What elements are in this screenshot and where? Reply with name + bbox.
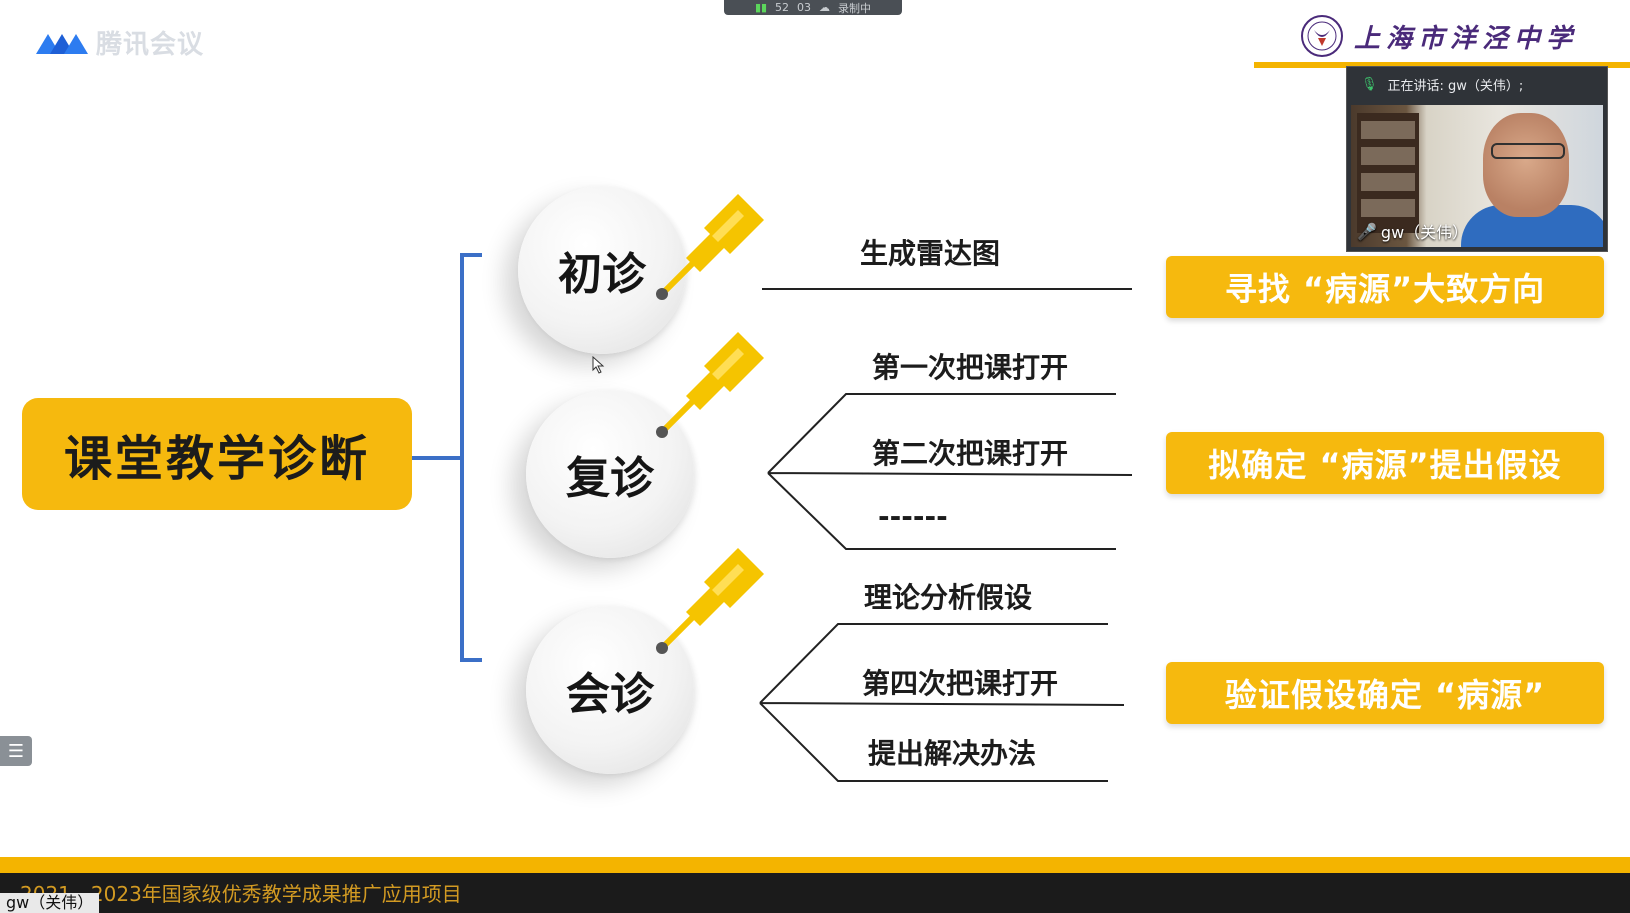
list-toggle-button[interactable]: ☰ [0, 736, 32, 766]
bookshelf [1357, 113, 1419, 233]
footer-accent-bar [0, 857, 1630, 873]
recording-time: 03 [797, 1, 812, 14]
participant-name-tag: 🎤 gw（关伟） [1357, 219, 1468, 243]
school-header-underline [1254, 62, 1630, 68]
branch-label: ------ [878, 500, 948, 533]
branch-label: 第一次把课打开 [872, 351, 1069, 384]
stage-label: 复诊 [566, 453, 654, 504]
branch-label: 提出解决办法 [868, 737, 1037, 770]
school-header: 上海市洋泾中学 [1300, 14, 1578, 58]
pushpin-icon [656, 194, 764, 300]
branch-label: 理论分析假设 [864, 581, 1033, 614]
result-box: 寻找 “病源”大致方向 [1166, 256, 1604, 318]
branch-label: 第四次把课打开 [862, 667, 1059, 700]
recording-status: 录制中 [838, 1, 872, 15]
video-frame: 🎤 gw（关伟） [1351, 105, 1603, 247]
stage-bracket [460, 253, 482, 662]
branch-label: 生成雷达图 [860, 237, 1001, 270]
result-box: 拟确定 “病源”提出假设 [1166, 432, 1604, 494]
main-title-box: 课堂教学诊断 [22, 398, 412, 510]
participant-name: gw（关伟） [1380, 223, 1469, 242]
participant-face [1483, 113, 1569, 217]
stage2-branch-lines [767, 393, 1133, 550]
main-title: 课堂教学诊断 [63, 431, 370, 487]
signal-icon: ▮▮ [754, 1, 768, 14]
speaking-bar: 🎙 正在讲话: gw（关伟）; [1347, 67, 1607, 101]
list-icon: ☰ [7, 740, 25, 762]
stage3-branch-lines [759, 623, 1125, 782]
speaking-mic-icon: 🎙 [1361, 76, 1378, 92]
school-emblem-icon [1301, 15, 1343, 57]
result-box: 验证假设确定 “病源” [1166, 662, 1604, 724]
stage-circle-followup: 复诊 [526, 390, 694, 558]
stage-label: 会诊 [566, 669, 654, 720]
pushpin-icon [656, 548, 764, 654]
cursor-icon [592, 356, 605, 374]
footer-user-name: gw（关伟） [0, 893, 100, 913]
school-name: 上海市洋泾中学 [1354, 23, 1579, 54]
stage-circle-consult: 会诊 [526, 606, 694, 774]
pushpin-icon [656, 332, 764, 438]
meeting-app-name: 腾讯会议 [96, 30, 205, 60]
result-text: 验证假设确定 “病源” [1224, 676, 1546, 714]
result-text: 寻找 “病源”大致方向 [1224, 270, 1546, 308]
stage-circle-initial: 初诊 [518, 186, 686, 354]
result-text: 拟确定 “病源”提出假设 [1208, 446, 1562, 484]
meeting-app-logo: 腾讯会议 [34, 24, 204, 61]
mic-icon: 🎤 [1357, 221, 1377, 241]
footer-bar [0, 873, 1630, 913]
signal-strength: 52 [775, 1, 790, 14]
participant-glasses [1491, 143, 1565, 159]
cloud-icon: ☁ [819, 1, 831, 14]
speaking-text: 正在讲话: gw（关伟）; [1387, 78, 1524, 94]
branch-label: 第二次把课打开 [872, 437, 1069, 470]
meeting-logo-icon [36, 33, 88, 54]
recording-indicator[interactable]: ▮▮ 52 03 ☁ 录制中 [724, 0, 902, 15]
stage-label: 初诊 [558, 249, 646, 300]
participant-video-tile[interactable]: 🎙 正在讲话: gw（关伟）; 🎤 gw（关伟） [1346, 66, 1608, 252]
